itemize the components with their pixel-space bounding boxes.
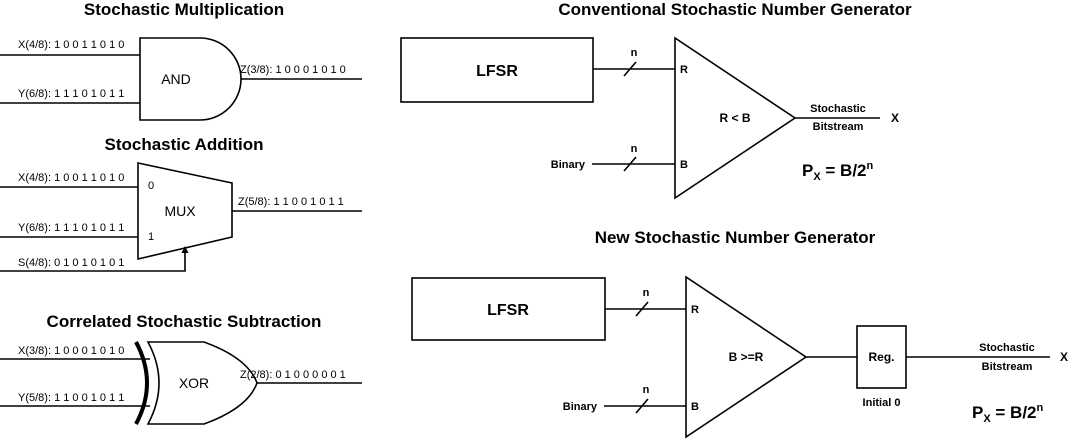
- conventional-r-bus-slash: [623, 61, 637, 77]
- xor-back-curve: [134, 341, 149, 425]
- addition-section: Stochastic Addition X(4/8): 1 0 0 1 1 0 …: [0, 135, 362, 272]
- conventional-pin-r: R: [680, 64, 688, 76]
- conventional-b-bus-width: n: [631, 143, 638, 155]
- xor-gate: [146, 341, 258, 425]
- add-input-x-label: X(4/8): 1 0 0 1 1 0 1 0: [18, 172, 124, 184]
- mult-input-y-label: Y(6/8): 1 1 1 0 1 0 1 1: [18, 88, 124, 100]
- conventional-lfsr-label: LFSR: [476, 63, 518, 80]
- new-probability-formula: PX = B/2n: [972, 402, 1044, 425]
- conventional-probability-formula: PX = B/2n: [802, 160, 874, 183]
- mult-input-x-label: X(4/8): 1 0 0 1 1 0 1 0: [18, 39, 124, 51]
- conventional-comparator-label: R < B: [719, 111, 750, 125]
- new-pin-b: B: [691, 401, 699, 413]
- new-lfsr-label: LFSR: [487, 302, 529, 319]
- new-lfsr-block: [411, 277, 606, 341]
- add-s-wire: [0, 250, 186, 272]
- subtraction-title: Correlated Stochastic Subtraction: [47, 312, 322, 331]
- xor-gate-label: XOR: [179, 375, 209, 391]
- add-input-y-label: Y(6/8): 1 1 1 0 1 0 1 1: [18, 222, 124, 234]
- new-output-symbol: X: [1060, 350, 1068, 364]
- register-label: Reg.: [868, 350, 894, 364]
- mux-gate: [137, 162, 233, 261]
- new-b-bus-slash: [635, 398, 649, 414]
- new-pin-r: R: [691, 304, 699, 316]
- multiplication-title: Stochastic Multiplication: [84, 0, 284, 19]
- and-gate: [139, 37, 242, 121]
- conventional-lfsr-block: [400, 37, 594, 103]
- conventional-r-bus-width: n: [631, 47, 638, 59]
- new-generator-title: New Stochastic Number Generator: [595, 228, 876, 247]
- new-r-bus-slash: [635, 301, 649, 317]
- new-binary-label: Binary: [563, 401, 598, 413]
- add-input-s-label: S(4/8): 0 1 0 1 0 1 0 1: [18, 257, 124, 269]
- sub-input-x-label: X(3/8): 1 0 0 0 1 0 1 0: [18, 345, 124, 357]
- register-block: [856, 325, 907, 389]
- add-output-label: Z(5/8): 1 1 0 0 1 0 1 1: [238, 196, 344, 208]
- new-r-bus-width: n: [643, 287, 650, 299]
- conventional-output-line1: Stochastic: [810, 103, 866, 115]
- multiplication-section: Stochastic Multiplication X(4/8): 1 0 0 …: [0, 0, 362, 121]
- conventional-b-bus-slash: [623, 156, 637, 172]
- sub-output-label: Z(2/8): 0 1 0 0 0 0 0 1: [240, 369, 346, 381]
- new-b-bus-width: n: [643, 384, 650, 396]
- mux-gate-label: MUX: [164, 203, 196, 219]
- conventional-generator-section: Conventional Stochastic Number Generator…: [400, 0, 912, 200]
- conventional-title: Conventional Stochastic Number Generator: [558, 0, 912, 19]
- conventional-binary-label: Binary: [551, 159, 586, 171]
- conventional-output-line2: Bitstream: [813, 121, 864, 133]
- new-output-line1: Stochastic: [979, 342, 1035, 354]
- addition-title: Stochastic Addition: [105, 135, 264, 154]
- conventional-output-symbol: X: [891, 111, 899, 125]
- and-gate-label: AND: [161, 71, 191, 87]
- select-arrow-icon: [181, 246, 189, 253]
- sub-input-y-label: Y(5/8): 1 1 0 0 1 0 1 1: [18, 392, 124, 404]
- mux-pin-0: 0: [148, 180, 154, 192]
- conventional-comparator: [674, 36, 797, 200]
- new-output-line2: Bitstream: [982, 361, 1033, 373]
- register-initial-note: Initial 0: [863, 397, 901, 409]
- new-generator-section: New Stochastic Number Generator LFSR n R…: [411, 228, 1068, 439]
- new-comparator-label: B >=R: [729, 350, 764, 364]
- mux-pin-1: 1: [148, 231, 154, 243]
- subtraction-section: Correlated Stochastic Subtraction X(3/8)…: [0, 312, 362, 425]
- new-comparator: [685, 275, 808, 439]
- mult-output-label: Z(3/8): 1 0 0 0 1 0 1 0: [240, 64, 346, 76]
- conventional-pin-b: B: [680, 159, 688, 171]
